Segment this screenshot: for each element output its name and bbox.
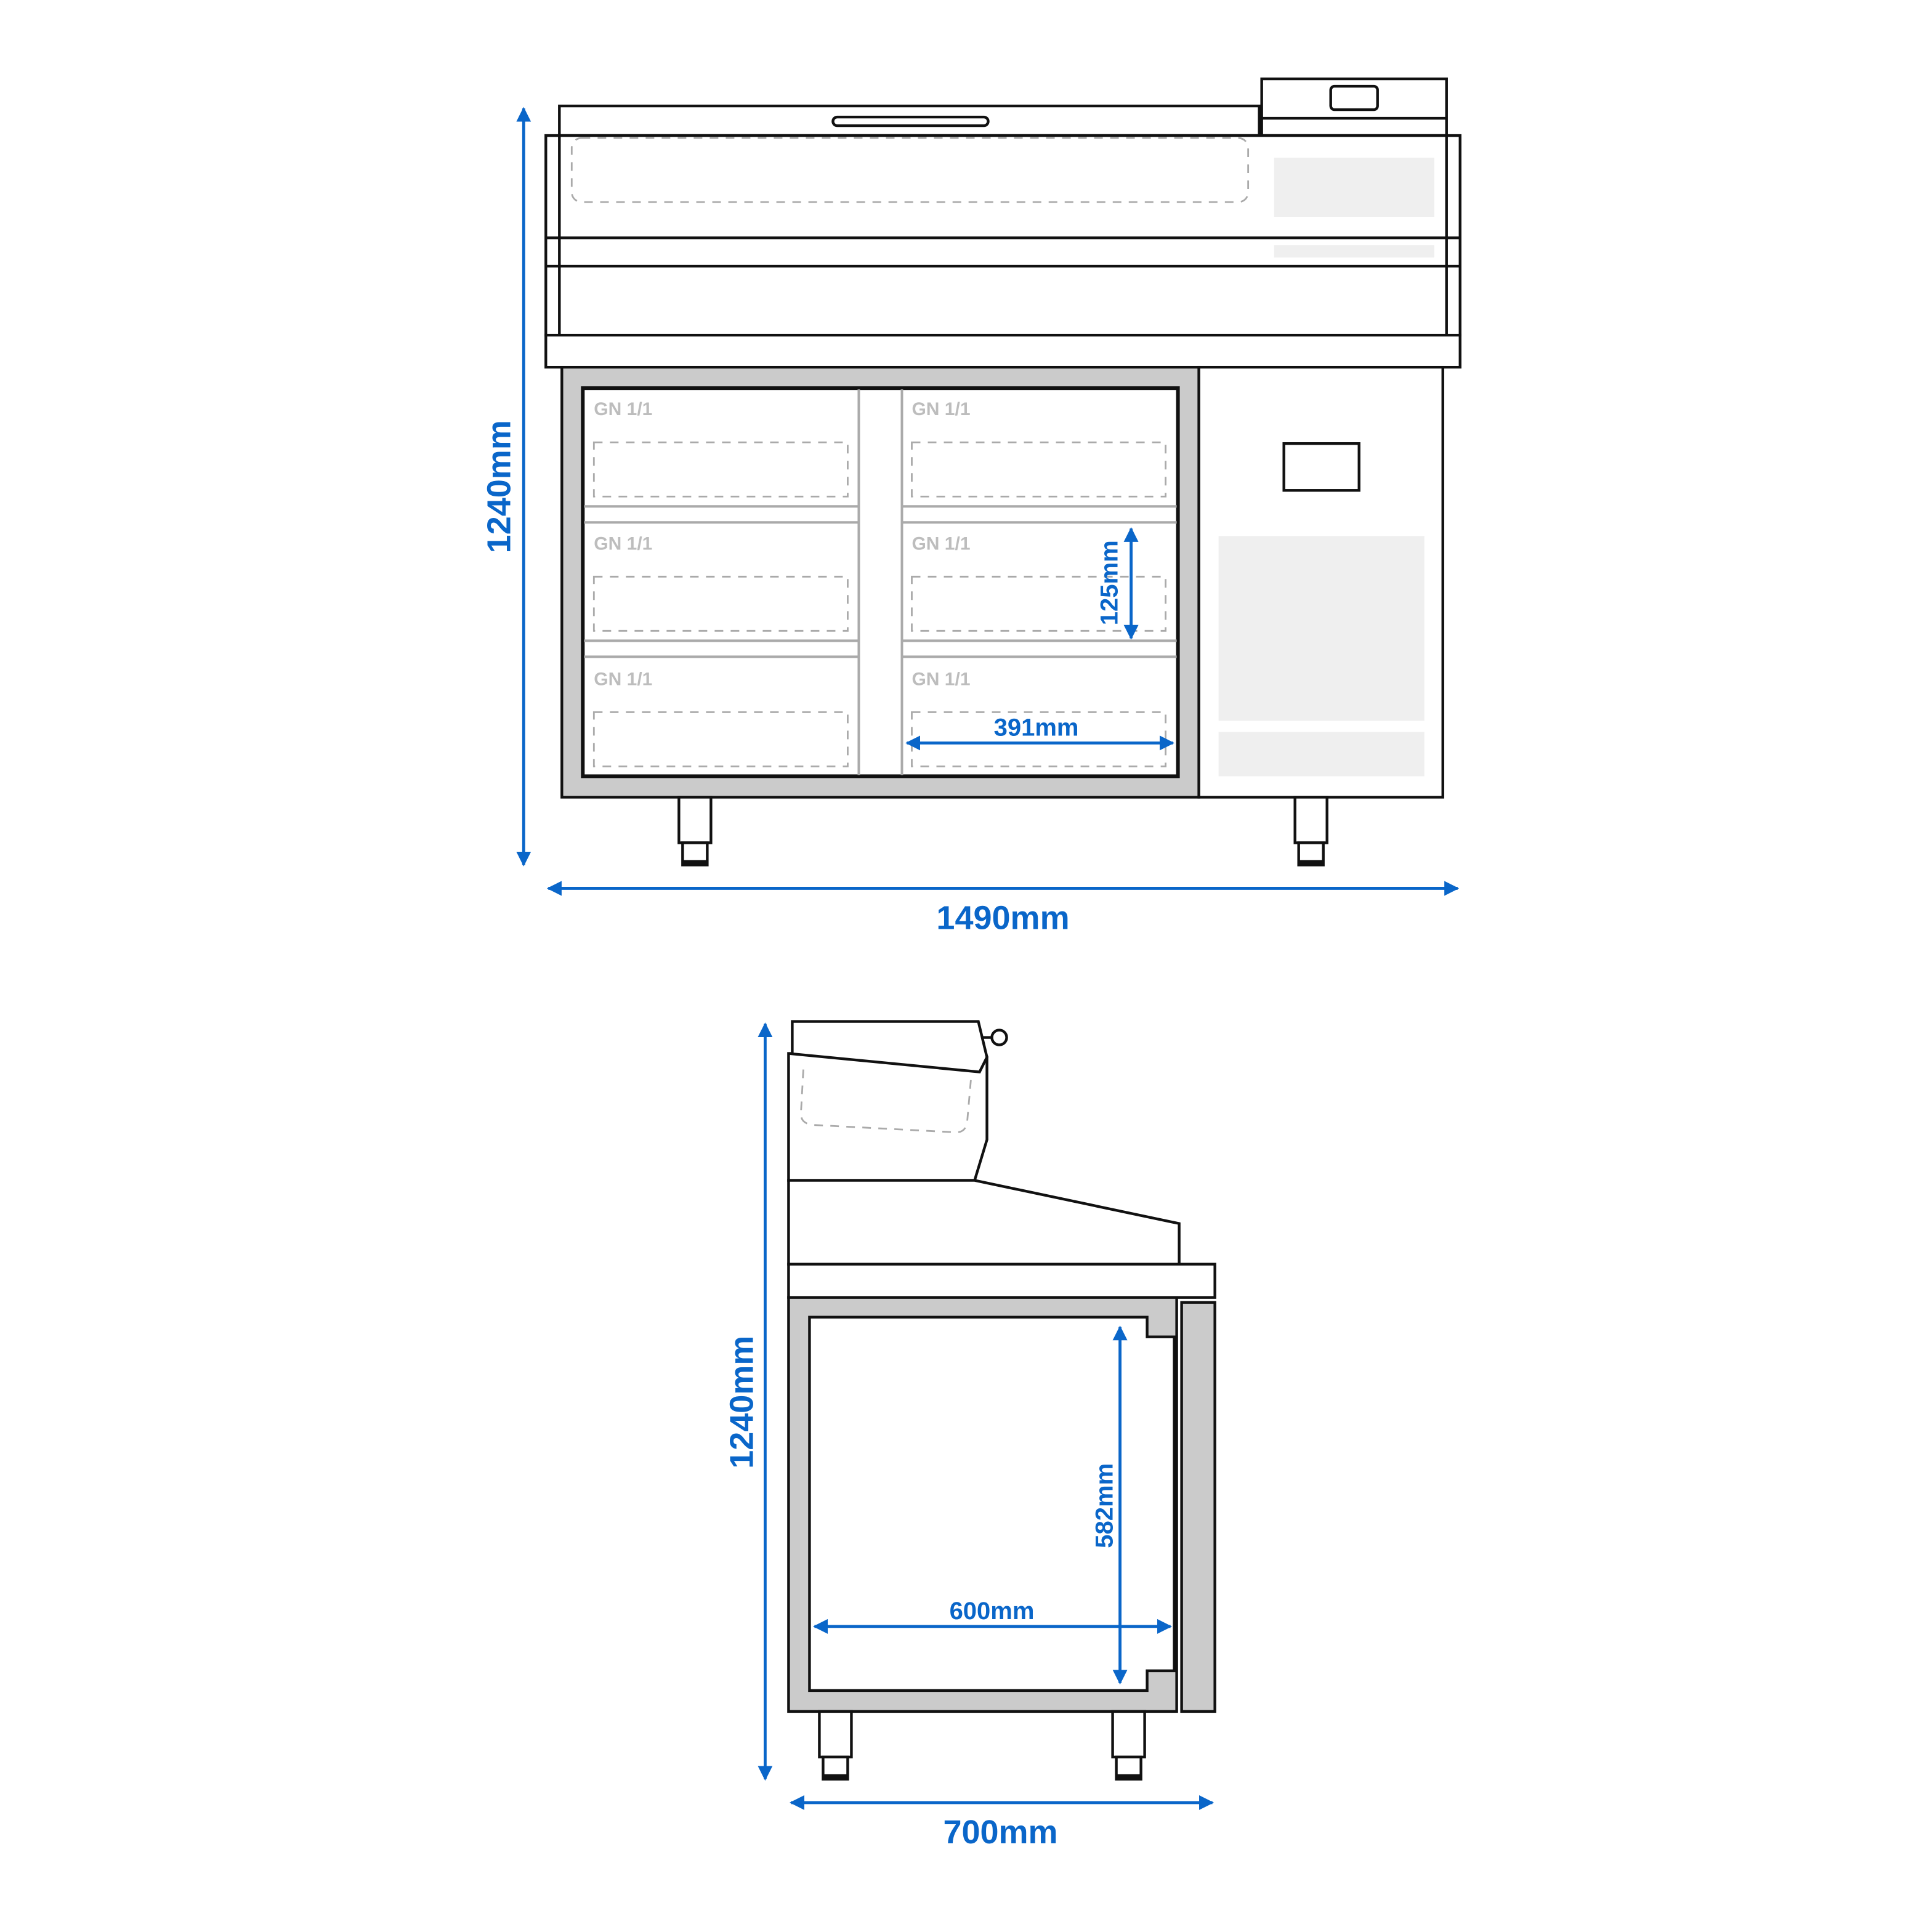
height-label: 1240mm: [480, 420, 517, 553]
shelf-height-label: 125mm: [1096, 540, 1123, 625]
door-glass: [581, 386, 1180, 778]
side-lid: [788, 1020, 988, 1073]
lid-knob: [990, 1029, 1008, 1046]
side-view: 1240mm 700mm 600mm 582mm: [723, 1020, 1216, 1851]
display-icon: [1329, 84, 1379, 111]
pan-label: GN 1/1: [594, 669, 652, 689]
pan-outline: [800, 1069, 972, 1133]
front-view: GN 1/1 GN 1/1 GN 1/1 GN 1/1 GN 1/1 GN 1/…: [480, 77, 1461, 936]
legs: [677, 796, 1328, 867]
cabinet-interior: [808, 1316, 1176, 1692]
lid-handle: [831, 115, 990, 127]
top-unit: [787, 1052, 988, 1182]
top-pan-outline: [570, 137, 1250, 203]
countertop: [544, 333, 1461, 369]
pan-label: GN 1/1: [911, 399, 970, 419]
side-countertop: [787, 1263, 1216, 1299]
pan-label: GN 1/1: [911, 669, 970, 689]
width-label: 1490mm: [936, 899, 1069, 936]
inner-height-label: 582mm: [1091, 1463, 1118, 1548]
pan-label: GN 1/1: [594, 533, 652, 554]
inner-depth-label: 600mm: [950, 1598, 1035, 1625]
top-base: [787, 1179, 1181, 1266]
pan-label: GN 1/1: [594, 399, 652, 419]
shelf-width-label: 391mm: [994, 714, 1079, 741]
shelves: GN 1/1 GN 1/1 GN 1/1 GN 1/1 GN 1/1 GN 1/…: [584, 389, 1177, 775]
panel-display: [1282, 442, 1360, 492]
side-legs: [818, 1710, 1146, 1781]
pan-label: GN 1/1: [911, 533, 970, 554]
side-door: [1180, 1301, 1216, 1713]
side-height-label: 1240mm: [723, 1336, 760, 1469]
depth-label: 700mm: [943, 1814, 1057, 1851]
